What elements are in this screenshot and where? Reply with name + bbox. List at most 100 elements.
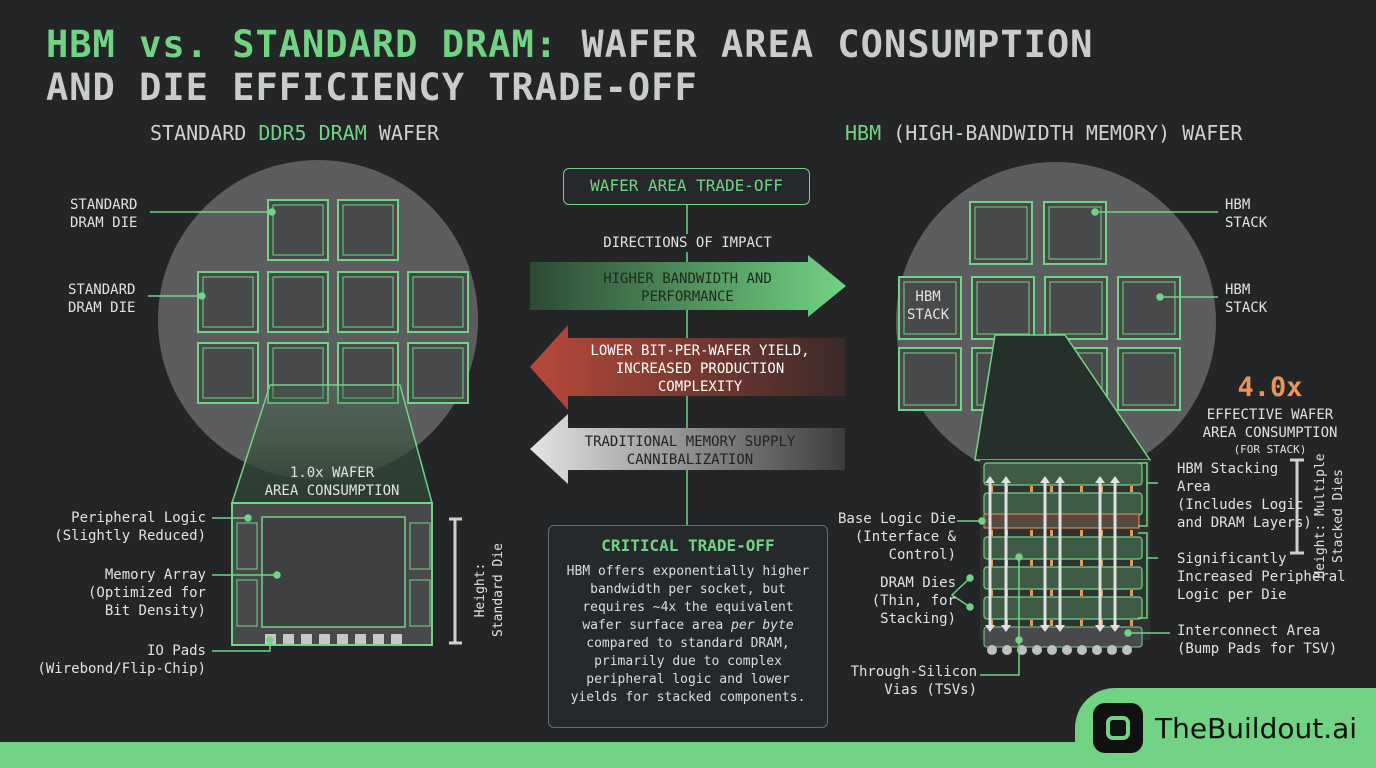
- tsv-arrowhead: [1095, 625, 1105, 632]
- hbm-stack-die-inner: [1048, 206, 1102, 260]
- micro-bump: [1050, 530, 1053, 536]
- peripheral-logic-label: Peripheral Logic (Slightly Reduced): [54, 510, 206, 544]
- heading-part: (HIGH-BANDWIDTH MEMORY) WAFER: [881, 121, 1243, 145]
- dram-die-inner: [412, 276, 464, 328]
- title-highlight: HBM vs. STANDARD DRAM:: [46, 23, 559, 66]
- hbm-stack-label: HBM STACK: [1225, 282, 1268, 316]
- brand-logo: TheBuildout.ai: [1075, 688, 1376, 768]
- arrow-lower-yield: [530, 325, 845, 410]
- micro-bump: [1130, 530, 1133, 536]
- tsv-arrowhead: [985, 476, 995, 483]
- heading-part: WAFER: [366, 121, 439, 145]
- effective-area-label: EFFECTIVE WAFER AREA CONSUMPTION: [1202, 407, 1338, 441]
- hbm-stack-die-inner: [974, 206, 1028, 260]
- dram-layer: [983, 492, 1143, 516]
- tsv-arrowhead: [1055, 476, 1065, 483]
- micro-bump: [1030, 590, 1033, 596]
- dram-die: [197, 342, 259, 404]
- tsv-arrowhead: [1110, 476, 1120, 483]
- micro-bump: [1080, 620, 1083, 626]
- io-pad: [319, 634, 330, 644]
- dram-die-inner: [342, 204, 394, 256]
- tsv-arrowhead: [1110, 625, 1120, 632]
- tsv-arrowhead: [985, 625, 995, 632]
- micro-bump: [1030, 620, 1033, 626]
- dram-die-inner: [272, 204, 324, 256]
- bump-pad: [1047, 645, 1057, 655]
- heading-part: STANDARD: [150, 121, 259, 145]
- multiplier-value: 4.0x: [1237, 372, 1303, 403]
- memory-array-label: Memory Array (Optimized for Bit Density): [87, 567, 206, 619]
- brand-name: TheBuildout.ai: [1155, 711, 1358, 745]
- hbm-stack-die: [898, 347, 962, 411]
- for-stack-label: (FOR STACK): [1233, 443, 1307, 456]
- heading-highlight: HBM: [845, 121, 882, 145]
- micro-bump: [1080, 486, 1083, 492]
- dram-die-inner: [342, 276, 394, 328]
- io-pads-label: IO Pads (Wirebond/Flip-Chip): [37, 643, 206, 677]
- micro-bump: [1130, 560, 1133, 566]
- micro-bump: [1030, 560, 1033, 566]
- hbm-stack-die-inner: [976, 281, 1030, 335]
- hbm-wafer-heading: HBM (HIGH-BANDWIDTH MEMORY) WAFER: [845, 121, 1242, 145]
- arrow-higher-bandwidth: [530, 255, 846, 317]
- increased-peripheral-label: Significantly Increased Peripheral Logic…: [1177, 551, 1346, 603]
- arrow-supply-cannibalization: [530, 414, 845, 484]
- dram-die: [337, 199, 399, 261]
- io-pad: [373, 634, 384, 644]
- tsv-arrowhead: [1040, 625, 1050, 632]
- bump-pad: [1107, 645, 1117, 655]
- title-rest: WAFER AREA CONSUMPTION: [558, 23, 1094, 66]
- dram-die: [407, 271, 469, 333]
- io-pad: [283, 634, 294, 644]
- interconnect-area-label: Interconnect Area (Bump Pads for TSV): [1177, 623, 1338, 657]
- micro-bump: [1050, 486, 1053, 492]
- dram-layer: [983, 566, 1143, 590]
- tsv-arrowhead: [1055, 625, 1065, 632]
- height-multiple-stacked: Height: Multiple Stacked Dies: [1313, 453, 1346, 579]
- micro-bump: [1130, 620, 1133, 626]
- hbm-stack-label: HBM STACK: [907, 289, 950, 323]
- dram-die: [337, 271, 399, 333]
- micro-bump: [1030, 530, 1033, 536]
- hbm-stack-die: [1117, 347, 1181, 411]
- io-pad: [391, 634, 402, 644]
- io-pad: [337, 634, 348, 644]
- micro-bump: [1080, 590, 1083, 596]
- height-standard-die: Height: Standard Die: [473, 543, 506, 637]
- micro-bump: [1050, 590, 1053, 596]
- area-consumption-label: 1.0x WAFER AREA CONSUMPTION: [264, 465, 400, 499]
- text-emphasis: per byte: [731, 618, 794, 633]
- critical-tradeoff-box: CRITICAL TRADE-OFF HBM offers exponentia…: [548, 525, 828, 728]
- bump-pad: [1077, 645, 1087, 655]
- micro-bump: [1130, 486, 1133, 492]
- higher-bandwidth-text: HIGHER BANDWIDTH AND PERFORMANCE: [603, 271, 772, 305]
- dram-die-inner: [412, 347, 464, 399]
- dram-die-inner: [202, 347, 254, 399]
- hbm-stack-die: [1117, 276, 1181, 340]
- tsv-arrowhead: [1001, 625, 1011, 632]
- standard-wafer-heading: STANDARD DDR5 DRAM WAFER: [150, 121, 439, 145]
- interconnect-layer: [983, 626, 1143, 648]
- standard-die-label: STANDARD DRAM DIE: [70, 197, 138, 231]
- tsv-label: Through-Silicon Vias (TSVs): [850, 664, 977, 698]
- base-logic-die-label: Base Logic Die (Interface & Control): [837, 511, 956, 563]
- hbm-stack-label: HBM STACK: [1225, 197, 1268, 231]
- critical-title: CRITICAL TRADE-OFF: [601, 536, 775, 555]
- dram-die: [197, 271, 259, 333]
- micro-bump: [1130, 590, 1133, 596]
- tsv-arrowhead: [1040, 476, 1050, 483]
- critical-text: HBM offers exponentially higher bandwidt…: [559, 563, 817, 707]
- hbm-stack-die-inner: [1122, 281, 1176, 335]
- dram-layer: [983, 596, 1143, 620]
- bump-pad: [987, 645, 997, 655]
- text-part: HBM offers exponentially higher bandwidt…: [566, 564, 810, 633]
- io-pad: [355, 634, 366, 644]
- hbm-stack-die-inner: [903, 352, 957, 406]
- hbm-stack-die: [898, 276, 962, 340]
- hbm-stack-detail: [980, 460, 1150, 655]
- standard-die-label: STANDARD DRAM DIE: [68, 282, 136, 316]
- dram-dies-label: DRAM Dies (Thin, for Stacking): [871, 575, 956, 627]
- directions-label: DIRECTIONS OF IMPACT: [530, 234, 845, 252]
- logo-icon: [1093, 703, 1143, 753]
